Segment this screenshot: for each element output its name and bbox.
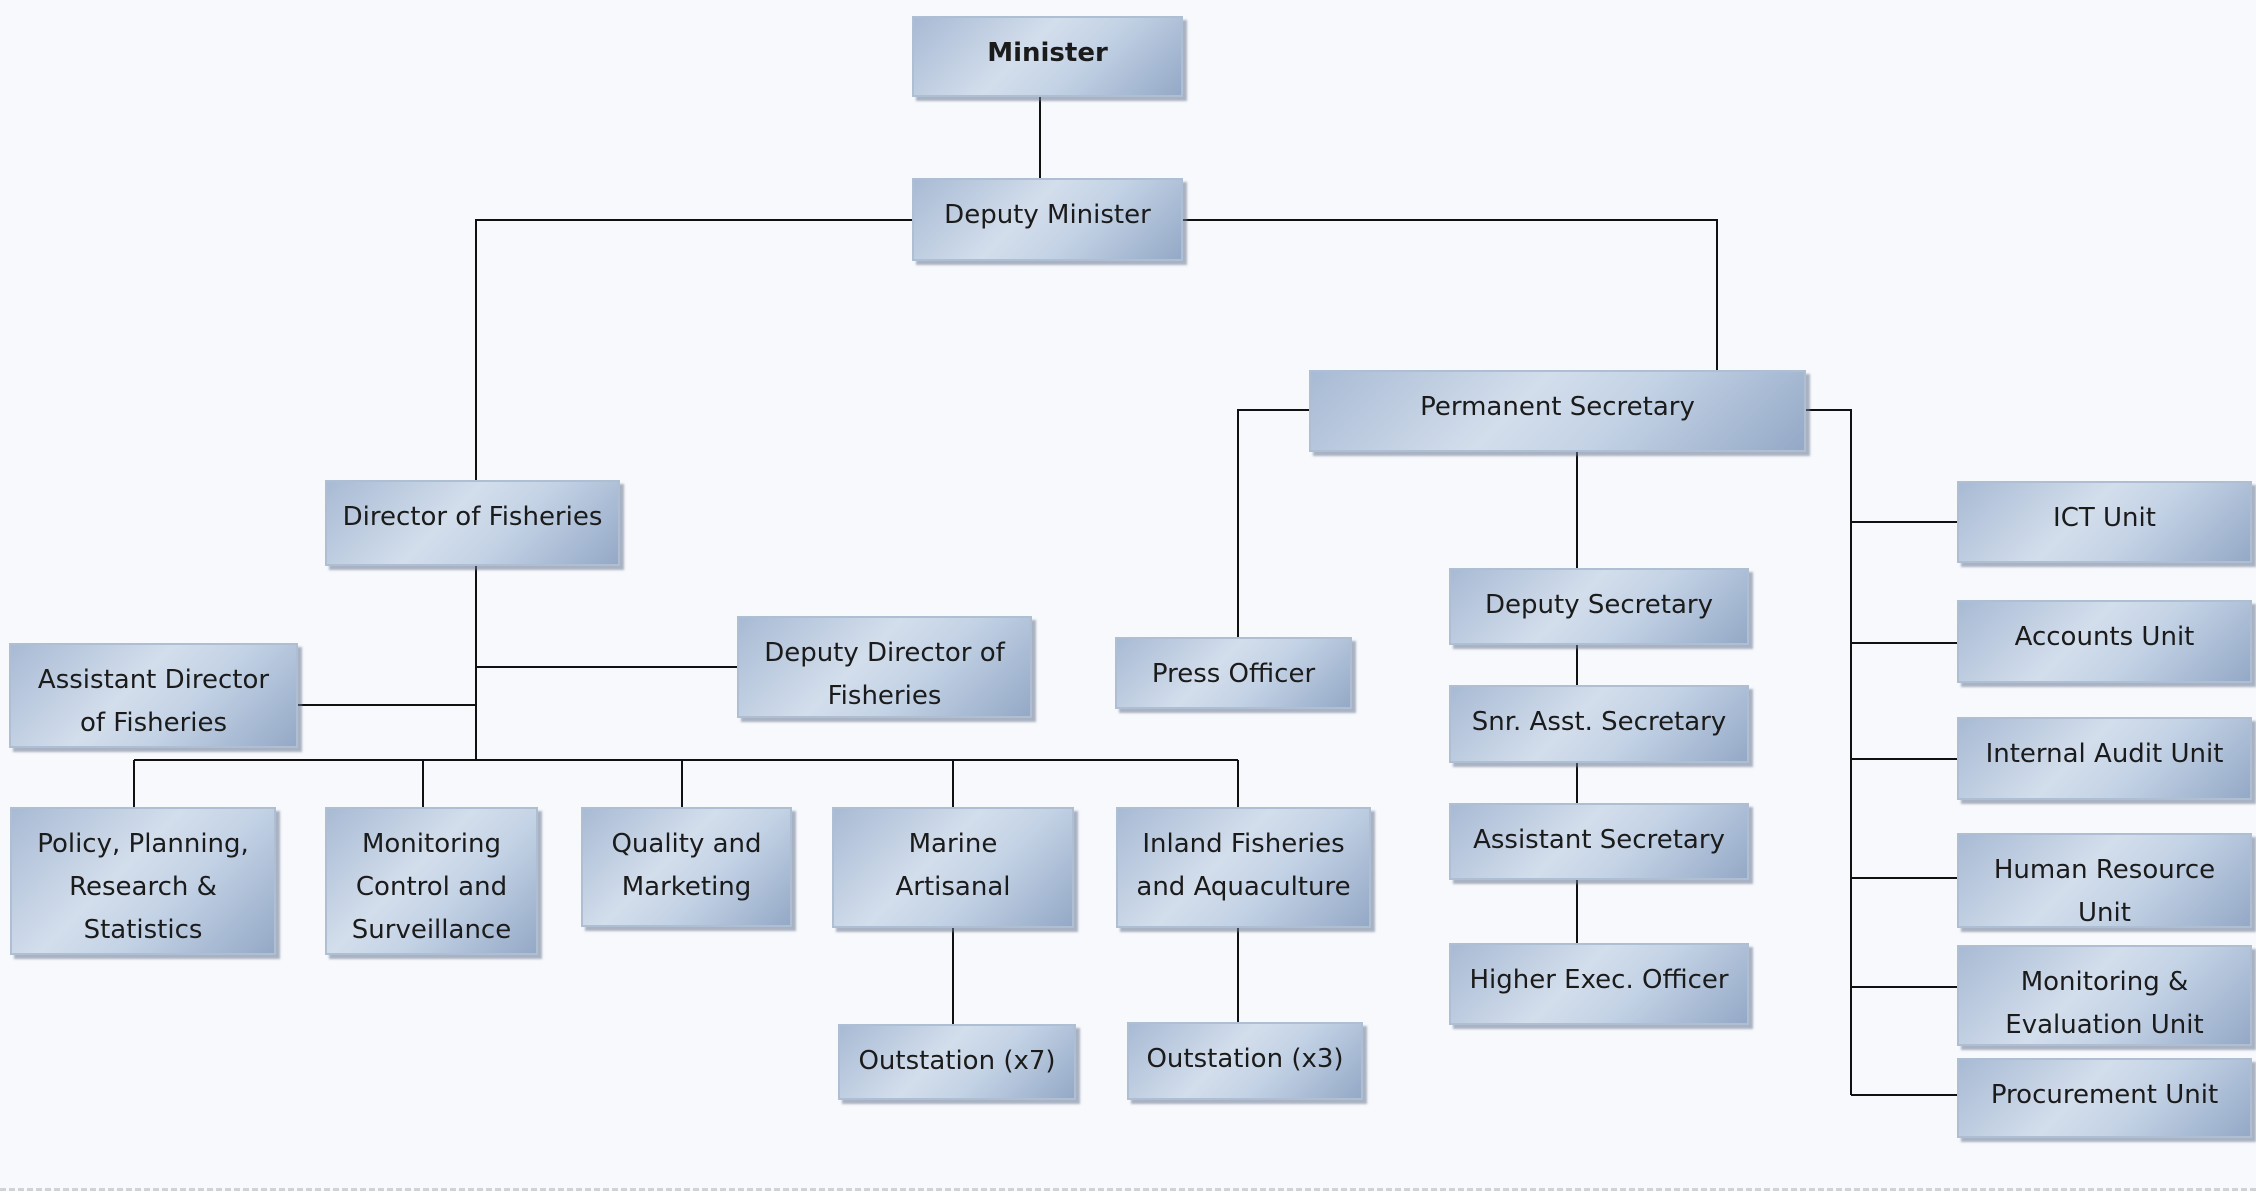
ict-unit-label: ICT Unit	[2053, 503, 2156, 533]
assistant-secretary-label: Assistant Secretary	[1473, 825, 1725, 855]
monitoring-control-box: Monitoring Control and Surveillance	[325, 807, 538, 955]
quality-marketing-label: Quality and Marketing	[611, 829, 762, 902]
quality-marketing-box: Quality and Marketing	[581, 807, 792, 927]
assistant-secretary-box: Assistant Secretary	[1449, 803, 1749, 880]
press-officer-label: Press Officer	[1151, 659, 1316, 689]
outstation-inland-label: Outstation (x3)	[1146, 1044, 1344, 1074]
monitoring-evaluation-unit-label: Monitoring & Evaluation Unit	[2005, 967, 2204, 1040]
deputy-minister-label: Deputy Minister	[944, 200, 1151, 230]
line-deputy-minister-director	[475, 219, 912, 480]
human-resource-unit-box: Human Resource Unit	[1957, 833, 2252, 928]
monitoring-evaluation-unit-box: Monitoring & Evaluation Unit	[1957, 945, 2252, 1046]
line-deputy-minister-permanent-secretary	[1183, 219, 1718, 370]
procurement-unit-label: Procurement Unit	[1990, 1080, 2219, 1110]
human-resource-unit-label: Human Resource Unit	[1993, 855, 2216, 928]
deputy-secretary-label: Deputy Secretary	[1485, 590, 1713, 620]
snr-asst-secretary-label: Snr. Asst. Secretary	[1471, 707, 1727, 737]
outstation-marine-box: Outstation (x7)	[838, 1024, 1076, 1100]
assistant-director-box: Assistant Director of Fisheries	[9, 643, 298, 748]
director-of-fisheries-box: Director of Fisheries	[325, 480, 620, 566]
policy-planning-box: Policy, Planning, Research & Statistics	[10, 807, 276, 955]
accounts-unit-label: Accounts Unit	[2014, 622, 2195, 652]
deputy-secretary-box: Deputy Secretary	[1449, 568, 1749, 645]
higher-exec-officer-label: Higher Exec. Officer	[1469, 965, 1729, 995]
press-officer-box: Press Officer	[1115, 637, 1352, 709]
inland-fisheries-label: Inland Fisheries and Aquaculture	[1136, 829, 1351, 902]
bottom-divider	[0, 1188, 2256, 1191]
director-of-fisheries-label: Director of Fisheries	[342, 502, 603, 532]
outstation-inland-box: Outstation (x3)	[1127, 1022, 1363, 1100]
snr-asst-secretary-box: Snr. Asst. Secretary	[1449, 685, 1749, 763]
policy-planning-label: Policy, Planning, Research & Statistics	[37, 829, 249, 945]
monitoring-control-label: Monitoring Control and Surveillance	[351, 829, 512, 945]
permanent-secretary-label: Permanent Secretary	[1420, 392, 1695, 422]
internal-audit-unit-label: Internal Audit Unit	[1985, 739, 2224, 769]
line-press-officer	[1237, 409, 1309, 637]
permanent-secretary-box: Permanent Secretary	[1309, 370, 1806, 452]
deputy-director-label: Deputy Director of Fisheries	[764, 638, 1005, 711]
deputy-director-box: Deputy Director of Fisheries	[737, 616, 1032, 718]
outstation-marine-label: Outstation (x7)	[858, 1046, 1056, 1076]
marine-artisanal-label: Marine Artisanal	[895, 829, 1011, 902]
procurement-unit-box: Procurement Unit	[1957, 1058, 2252, 1138]
deputy-minister-box: Deputy Minister	[912, 178, 1183, 261]
minister-box: Minister	[912, 16, 1183, 97]
minister-label: Minister	[987, 38, 1108, 68]
accounts-unit-box: Accounts Unit	[1957, 600, 2252, 683]
inland-fisheries-box: Inland Fisheries and Aquaculture	[1116, 807, 1371, 928]
line-units-bus	[1806, 409, 1852, 1095]
higher-exec-officer-box: Higher Exec. Officer	[1449, 943, 1749, 1025]
assistant-director-label: Assistant Director of Fisheries	[37, 665, 270, 738]
ict-unit-box: ICT Unit	[1957, 481, 2252, 563]
internal-audit-unit-box: Internal Audit Unit	[1957, 717, 2252, 800]
marine-artisanal-box: Marine Artisanal	[832, 807, 1074, 928]
